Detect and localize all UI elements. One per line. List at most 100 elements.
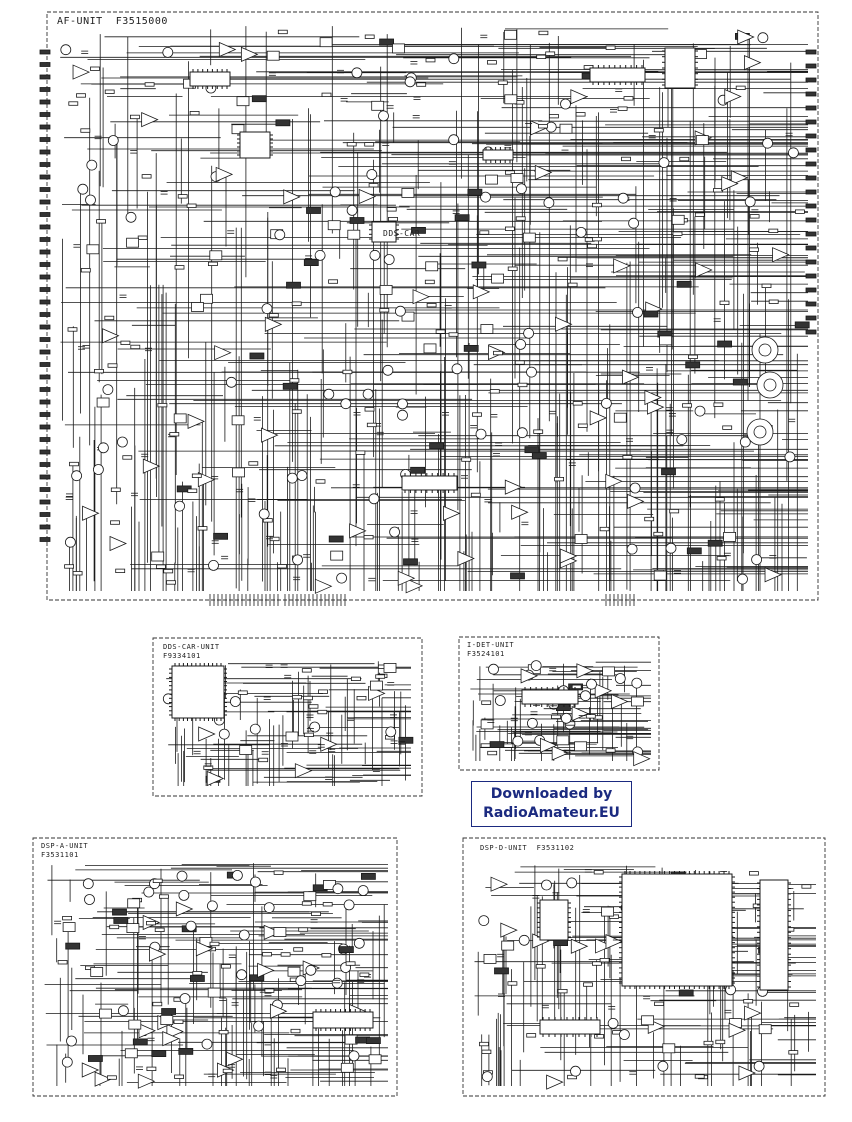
resistor-symbol [146, 921, 156, 926]
opamp-symbol [724, 88, 742, 105]
transistor-symbol [366, 169, 378, 180]
resistor-symbol [571, 684, 582, 689]
resistor-symbol [703, 1040, 714, 1046]
opamp-symbol [627, 493, 645, 510]
transistor-symbol [231, 870, 243, 881]
edge-connector-pin [39, 74, 51, 80]
relay-symbol [659, 335, 672, 346]
connector-block [398, 736, 414, 744]
connector-block [661, 468, 676, 476]
connector-block [454, 214, 470, 222]
edge-connector-pin [805, 203, 817, 209]
af-unit-title: AF-UNIT F3515000 [57, 16, 168, 27]
opamp-symbol [412, 289, 431, 305]
connector-block [213, 532, 229, 540]
connector-block [282, 382, 298, 390]
resistor-symbol [303, 695, 313, 701]
resistor-symbol [749, 871, 759, 876]
resistor-symbol [644, 516, 655, 522]
connector-block [471, 261, 487, 269]
connector-block [161, 1008, 177, 1015]
transistor-symbol [249, 723, 261, 735]
transistor-symbol [526, 366, 537, 378]
relay-symbol [236, 96, 250, 107]
relay-symbol [231, 124, 245, 135]
relay-symbol [191, 302, 204, 312]
relay-symbol [173, 413, 187, 424]
transistor-symbol [201, 1038, 213, 1050]
transistor-symbol [385, 726, 397, 738]
transistor-symbol [494, 695, 506, 706]
resistor-symbol [273, 870, 284, 875]
resistor-symbol [388, 216, 398, 222]
resistor-symbol [497, 80, 508, 85]
edge-connector-pin [39, 224, 51, 230]
transistor-symbol [751, 554, 762, 565]
relay-symbol [347, 229, 361, 240]
resistor-symbol [364, 34, 375, 39]
resistor-symbol [110, 487, 121, 492]
transistor-symbol [250, 876, 261, 888]
resistor-symbol [141, 174, 152, 179]
edge-connector-pin [39, 124, 51, 130]
transistor-symbol [762, 137, 773, 149]
relay-symbol [126, 237, 139, 248]
resistor-symbol [355, 450, 366, 455]
resistor-symbol [276, 564, 287, 569]
opamp-symbol [269, 1003, 288, 1019]
opamp-symbol [349, 523, 367, 539]
resistor-symbol [470, 492, 481, 498]
edge-connector-pin [805, 161, 817, 167]
transistor-symbol [236, 969, 248, 981]
resistor-symbol [609, 914, 619, 919]
edge-connector-pin [39, 499, 51, 505]
relay-symbol [401, 311, 415, 322]
relay-symbol [758, 1024, 772, 1035]
resistor-symbol [567, 282, 578, 288]
resistor-symbol [356, 696, 367, 701]
resistor-symbol [191, 473, 202, 478]
edge-connector-pin [805, 329, 817, 335]
relay-symbol [556, 735, 570, 746]
resistor-symbol [207, 261, 218, 267]
transistor-symbol [362, 388, 374, 400]
ic-body [521, 689, 579, 705]
transistor-symbol [516, 183, 527, 195]
transistor-symbol [632, 306, 643, 318]
resistor-symbol [583, 982, 593, 987]
resistor-symbol [174, 1074, 185, 1079]
opamp-symbol [737, 29, 755, 45]
resistor-symbol [169, 432, 180, 437]
resistor-symbol [654, 1001, 664, 1006]
edge-connector-pin [805, 77, 817, 83]
opamp-symbol [633, 751, 651, 767]
resistor-symbol [653, 531, 664, 537]
opamp-symbol [559, 548, 578, 564]
opamp-symbol [595, 938, 613, 954]
transistor-symbol [98, 442, 109, 454]
relay-symbol [504, 94, 518, 105]
transistor-symbol [575, 226, 587, 238]
edge-connector-pin [39, 449, 51, 455]
opamp-symbol [206, 770, 225, 787]
transistor-symbol [179, 993, 191, 1004]
opamp-symbol [102, 328, 120, 344]
relay-symbol [368, 1054, 382, 1065]
transistor-symbol [541, 879, 552, 891]
resistor-symbol [575, 112, 586, 117]
edge-connector-pin [39, 199, 51, 205]
opamp-symbol [72, 64, 91, 80]
relay-symbol [483, 954, 497, 964]
transistor-symbol [292, 554, 304, 566]
edge-connector-pin [39, 387, 51, 392]
resistor-symbol [599, 958, 610, 963]
transistor-symbol [206, 900, 218, 912]
resistor-symbol [480, 743, 491, 748]
relay-symbol [128, 1019, 142, 1030]
transistor-symbol [619, 1029, 630, 1040]
ic-body [482, 149, 514, 161]
resistor-symbol [301, 668, 312, 673]
resistor-symbol [303, 732, 314, 737]
resistor-symbol [743, 999, 754, 1004]
